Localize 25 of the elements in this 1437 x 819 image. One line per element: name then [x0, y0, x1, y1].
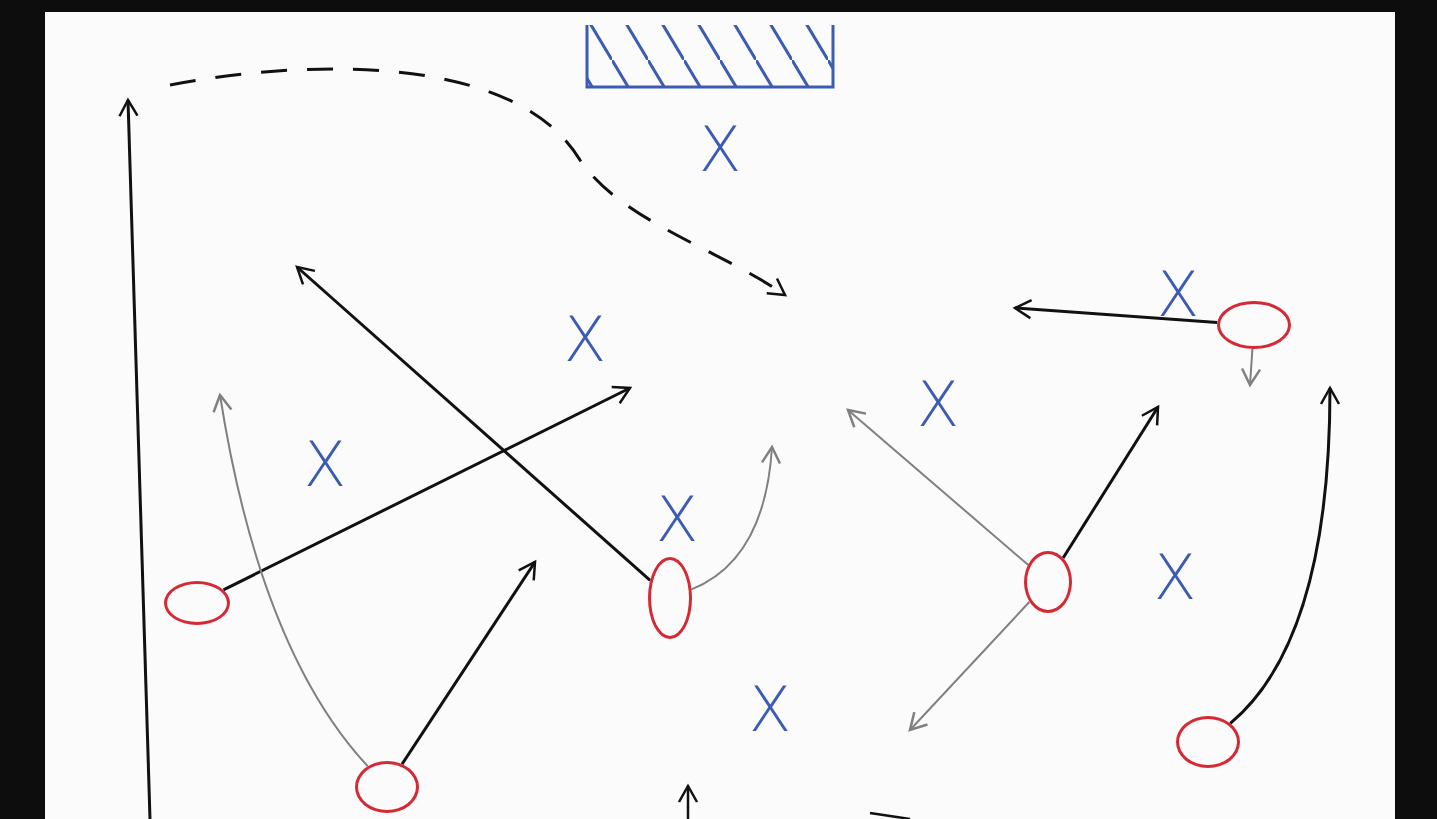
arrow: [1061, 405, 1160, 559]
x-mark: X: [698, 119, 742, 181]
player-circle: [648, 557, 692, 639]
player-circle: [355, 761, 419, 813]
arrow: [908, 600, 1031, 732]
x-mark: X: [655, 489, 699, 551]
player-circle: [1217, 301, 1291, 349]
arrow: [222, 385, 632, 592]
arrow: [846, 408, 1029, 566]
arrow: [690, 445, 781, 591]
x-mark: X: [916, 374, 960, 436]
arrow: [1013, 298, 1218, 324]
arrow: [212, 393, 369, 768]
player-circle: [1024, 551, 1072, 613]
arrow: [400, 560, 537, 765]
x-mark: X: [303, 434, 347, 496]
player-circle: [1176, 716, 1240, 768]
x-mark: X: [1156, 264, 1200, 326]
player-circle: [164, 581, 230, 625]
arrow: [295, 265, 652, 582]
x-mark: X: [563, 309, 607, 371]
x-mark: X: [1153, 547, 1197, 609]
x-mark: X: [748, 679, 792, 741]
arrow: [1229, 386, 1340, 725]
arrow: [1240, 348, 1262, 387]
